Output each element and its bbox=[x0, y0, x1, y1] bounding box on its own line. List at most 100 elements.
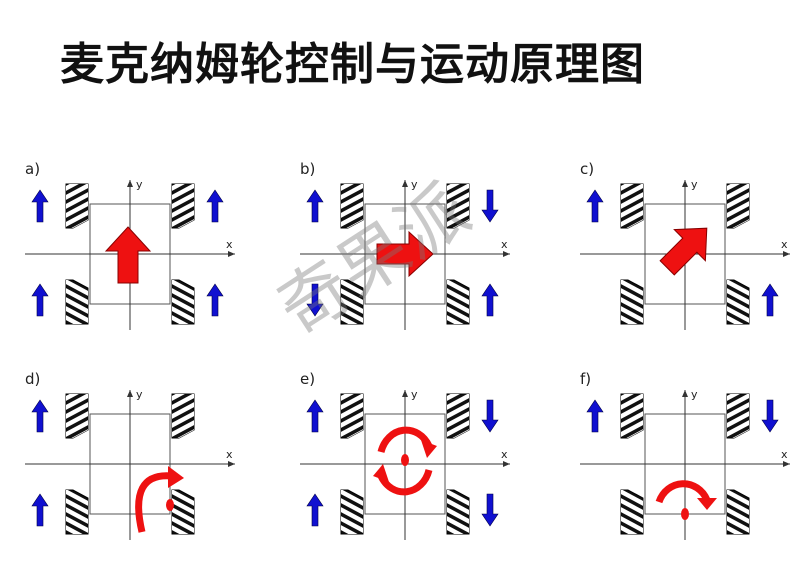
wheel-rear-left-roller-stripe bbox=[66, 287, 88, 306]
wheel-front-right-roller-stripe bbox=[172, 437, 194, 438]
wheel-rear-right-roller-stripe bbox=[727, 296, 749, 315]
wheel-front-left-roller-stripe bbox=[64, 365, 90, 384]
wheel-arrow-front-right bbox=[206, 189, 224, 223]
wheel-front-right-roller-stripe bbox=[447, 394, 469, 411]
wheel-rear-left-roller-stripe bbox=[621, 524, 643, 534]
wheel-rear-left-roller-stripe bbox=[621, 280, 643, 297]
wheel-front-left-roller-stripe bbox=[621, 209, 643, 228]
wheel-front-left-roller-stripe bbox=[66, 394, 88, 411]
wheel-front-right-roller-stripe bbox=[725, 365, 751, 384]
wheel-rear-right-roller-stripe bbox=[447, 305, 469, 324]
wheel-front-right-roller-stripe bbox=[170, 164, 196, 183]
wheel-front-left-roller-stripe bbox=[621, 419, 643, 438]
wheel-rear-right-roller-stripe bbox=[445, 260, 471, 279]
wheel-front-left-roller-stripe bbox=[341, 227, 363, 228]
wheel-front-right bbox=[445, 365, 471, 439]
wheel-front-right-roller-stripe bbox=[727, 437, 749, 438]
wheel-rear-right-roller-stripe bbox=[727, 497, 749, 516]
wheel-front-left-roller-stripe bbox=[66, 401, 88, 420]
wheel-front-left bbox=[339, 155, 365, 229]
wheel-front-left-roller-stripe bbox=[619, 374, 645, 393]
wheel-front-right-roller-stripe bbox=[447, 184, 469, 192]
wheel-rear-left-roller-stripe bbox=[66, 314, 88, 324]
wheel-front-left-roller-stripe bbox=[66, 184, 88, 192]
wheel-front-right-roller-stripe bbox=[727, 184, 749, 201]
wheel-rear-left-roller-stripe bbox=[619, 542, 645, 561]
wheel-front-right-roller-stripe bbox=[170, 374, 196, 393]
wheel-front-left-roller-stripe bbox=[341, 191, 363, 210]
wheel-front-right-roller-stripe bbox=[172, 394, 194, 402]
wheel-front-left bbox=[619, 155, 645, 229]
wheel-rear-right-roller-stripe bbox=[727, 490, 749, 507]
wheel-front-right-roller-stripe bbox=[727, 227, 749, 228]
wheel-front-left-roller-stripe bbox=[621, 394, 643, 402]
wheel-rear-right bbox=[726, 489, 750, 535]
panel-label: a) bbox=[25, 160, 40, 178]
panel-b: b)yx bbox=[300, 155, 510, 330]
wheel-front-left-roller-stripe bbox=[64, 446, 90, 465]
wheel-front-left-roller-stripe bbox=[66, 419, 88, 438]
wheel-front-right-roller-stripe bbox=[172, 419, 194, 438]
wheel-front-left-roller-stripe bbox=[621, 410, 643, 429]
rotation-arc bbox=[655, 480, 711, 504]
wheel-rear-left-roller-stripe bbox=[66, 506, 88, 525]
panel-a: a)yx bbox=[25, 160, 235, 351]
wheel-rear-right bbox=[171, 279, 195, 325]
wheel-front-left-roller-stripe bbox=[621, 191, 643, 210]
wheel-arrow-rear-left bbox=[31, 283, 49, 317]
wheel-rear-right-roller-stripe bbox=[727, 280, 749, 297]
wheel-front-right-roller-stripe bbox=[727, 184, 749, 192]
x-axis-label: x bbox=[781, 448, 788, 461]
wheel-front-right-roller-stripe bbox=[727, 394, 749, 402]
wheel-rear-left bbox=[340, 489, 364, 535]
wheel-rear-left-roller-stripe bbox=[621, 296, 643, 315]
wheel-front-right-roller-stripe bbox=[447, 200, 469, 219]
wheel-front-left-roller-stripe bbox=[339, 155, 365, 174]
wheel-rear-left-roller-stripe bbox=[341, 490, 363, 507]
wheel-rear-left-roller-stripe bbox=[66, 490, 88, 507]
wheel-rear-left-roller-stripe bbox=[341, 497, 363, 516]
wheel-front-left-roller-stripe bbox=[619, 446, 645, 465]
wheel-front-left-roller-stripe bbox=[64, 374, 90, 393]
wheel-front-right-roller-stripe bbox=[727, 410, 749, 429]
wheel-rear-right-roller-stripe bbox=[447, 506, 469, 525]
pivot-point bbox=[401, 454, 409, 466]
wheel-front-left-roller-stripe bbox=[64, 236, 90, 255]
wheel-rear-left bbox=[619, 489, 645, 561]
wheel-front-left-roller-stripe bbox=[341, 437, 363, 438]
wheel-rear-right bbox=[170, 489, 196, 570]
wheel-front-left-roller-stripe bbox=[619, 155, 645, 174]
wheel-arrow-rear-left bbox=[306, 493, 324, 527]
panel-d: d)yx bbox=[25, 365, 235, 570]
wheel-front-left-roller-stripe bbox=[66, 394, 88, 402]
wheel-front-right bbox=[170, 164, 196, 229]
wheel-rear-right-roller-stripe bbox=[727, 533, 749, 534]
y-axis-label: y bbox=[136, 388, 143, 401]
wheel-arrow-front-right bbox=[481, 189, 499, 223]
wheel-arrow-front-left bbox=[31, 189, 49, 223]
wheel-arrow-rear-right bbox=[481, 283, 499, 317]
wheel-front-left-roller-stripe bbox=[66, 410, 88, 429]
wheel-front-right bbox=[170, 365, 196, 439]
wheel-rear-left-roller-stripe bbox=[64, 332, 90, 351]
wheel-rear-right-roller-stripe bbox=[172, 280, 194, 297]
wheel-rear-right-roller-stripe bbox=[727, 323, 749, 324]
wheel-front-left-roller-stripe bbox=[621, 437, 643, 438]
wheel-arrow-rear-right bbox=[481, 493, 499, 527]
wheel-front-right-roller-stripe bbox=[170, 365, 196, 384]
wheel-rear-right-roller-stripe bbox=[170, 542, 196, 561]
wheel-rear-left-roller-stripe bbox=[341, 296, 363, 315]
page-title: 麦克纳姆轮控制与运动原理图 bbox=[60, 39, 645, 90]
wheel-front-right-roller-stripe bbox=[445, 365, 471, 384]
wheel-rear-right-roller-stripe bbox=[170, 551, 196, 570]
wheel-front-left bbox=[619, 374, 645, 465]
wheel-rear-left-roller-stripe bbox=[621, 490, 643, 507]
wheel-front-left-roller-stripe bbox=[621, 394, 643, 411]
wheel-rear-left bbox=[65, 489, 89, 535]
rotation-arc-bottom bbox=[377, 469, 433, 496]
wheel-front-left bbox=[340, 393, 364, 439]
wheel-front-right-roller-stripe bbox=[725, 164, 751, 183]
rotation-arc-top bbox=[377, 426, 433, 453]
wheel-front-right bbox=[725, 164, 751, 229]
panel-label: f) bbox=[580, 370, 591, 388]
